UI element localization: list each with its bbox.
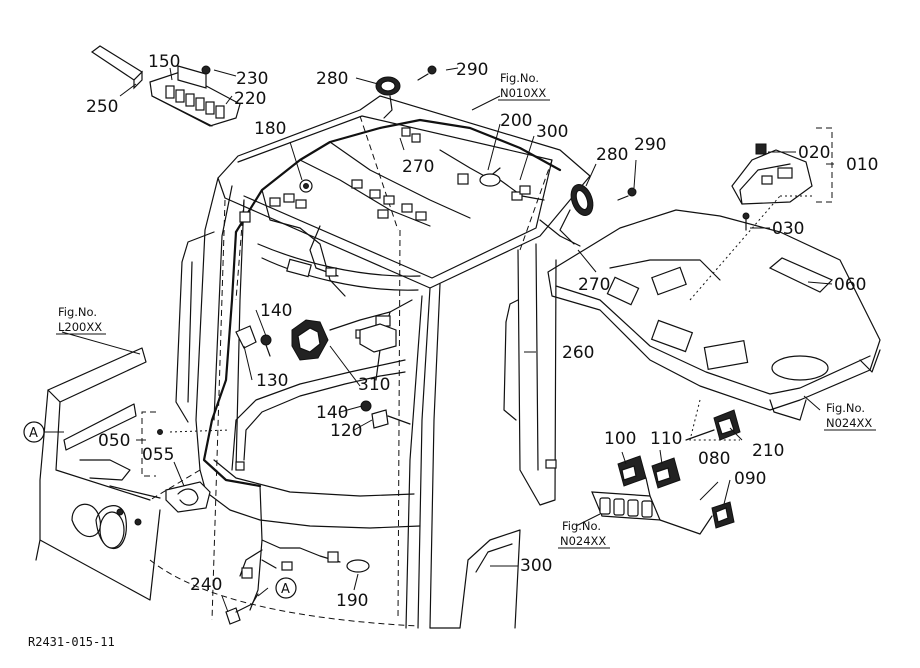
- label-230: 230: [236, 69, 268, 89]
- label-050: 050: [98, 431, 130, 451]
- bracket-050: [141, 411, 156, 477]
- work-light-right: [559, 184, 594, 245]
- fig-right-code: N024XX: [826, 416, 872, 430]
- fastener-120: [360, 400, 411, 429]
- label-290-right: 290: [634, 135, 666, 155]
- clamp-055: [165, 481, 211, 513]
- label-210: 210: [752, 441, 784, 461]
- switches: [591, 409, 741, 535]
- label-130: 130: [256, 371, 288, 391]
- callout-a-bottom: [275, 577, 297, 599]
- label-140-top: 140: [260, 301, 292, 321]
- label-250: 250: [86, 97, 118, 117]
- work-light-left: [375, 76, 401, 119]
- fig-left-code: L200XX: [58, 320, 102, 334]
- fig-refs: Fig.No. N010XX Fig.No. L200XX Fig.No. N0…: [56, 71, 876, 549]
- label-270-top: 270: [402, 157, 434, 177]
- label-280-top: 280: [316, 69, 348, 89]
- label-200: 200: [500, 111, 532, 131]
- mount-bracket: [235, 325, 272, 357]
- label-030: 030: [772, 219, 804, 239]
- fig-right-label: Fig.No.: [826, 401, 865, 415]
- label-220: 220: [234, 89, 266, 109]
- label-100: 100: [604, 429, 636, 449]
- label-150: 150: [148, 52, 180, 72]
- link-lines: [169, 195, 812, 441]
- label-120: 120: [330, 421, 362, 441]
- fig-top-code: N010XX: [500, 86, 546, 100]
- label-060: 060: [834, 275, 866, 295]
- label-190: 190: [336, 591, 368, 611]
- label-110: 110: [650, 429, 682, 449]
- fig-left-label: Fig.No.: [58, 305, 97, 319]
- label-055: 055: [142, 445, 174, 465]
- beacon-310: [291, 319, 397, 361]
- label-090: 090: [734, 469, 766, 489]
- callout-a-left: [23, 421, 45, 443]
- rear-frame: [35, 347, 161, 601]
- label-180: 180: [254, 119, 286, 139]
- callout-a-bottom-label: A: [281, 582, 290, 597]
- wire-harness: [202, 118, 581, 611]
- diagram-code: R2431-015-11: [28, 635, 115, 649]
- room-lamp: [731, 143, 813, 231]
- bolt-240: [225, 593, 259, 625]
- roof-panel-right: [547, 209, 881, 421]
- part-labels: 250 150 230 220 280 290 180 270 200 300 …: [86, 52, 878, 611]
- label-290-top: 290: [456, 60, 488, 80]
- label-310: 310: [358, 375, 390, 395]
- bolts-290: [417, 65, 637, 201]
- label-020: 020: [798, 143, 830, 163]
- label-240: 240: [190, 575, 222, 595]
- callout-a-left-label: A: [29, 426, 38, 441]
- label-plate: [768, 257, 834, 293]
- label-010: 010: [846, 155, 878, 175]
- label-080: 080: [698, 449, 730, 469]
- label-300-top: 300: [536, 122, 568, 142]
- label-260: 260: [562, 343, 594, 363]
- cab-frame: [149, 95, 591, 629]
- leader-lines: [44, 67, 834, 613]
- label-140-mid: 140: [316, 403, 348, 423]
- fig-top-label: Fig.No.: [500, 71, 539, 85]
- fig-bottom-label: Fig.No.: [562, 519, 601, 533]
- bracket-010: [816, 127, 833, 203]
- label-300-bottom: 300: [520, 556, 552, 576]
- label-280-right: 280: [596, 145, 628, 165]
- fig-bottom-code: N024XX: [560, 534, 606, 548]
- label-270-mid: 270: [578, 275, 610, 295]
